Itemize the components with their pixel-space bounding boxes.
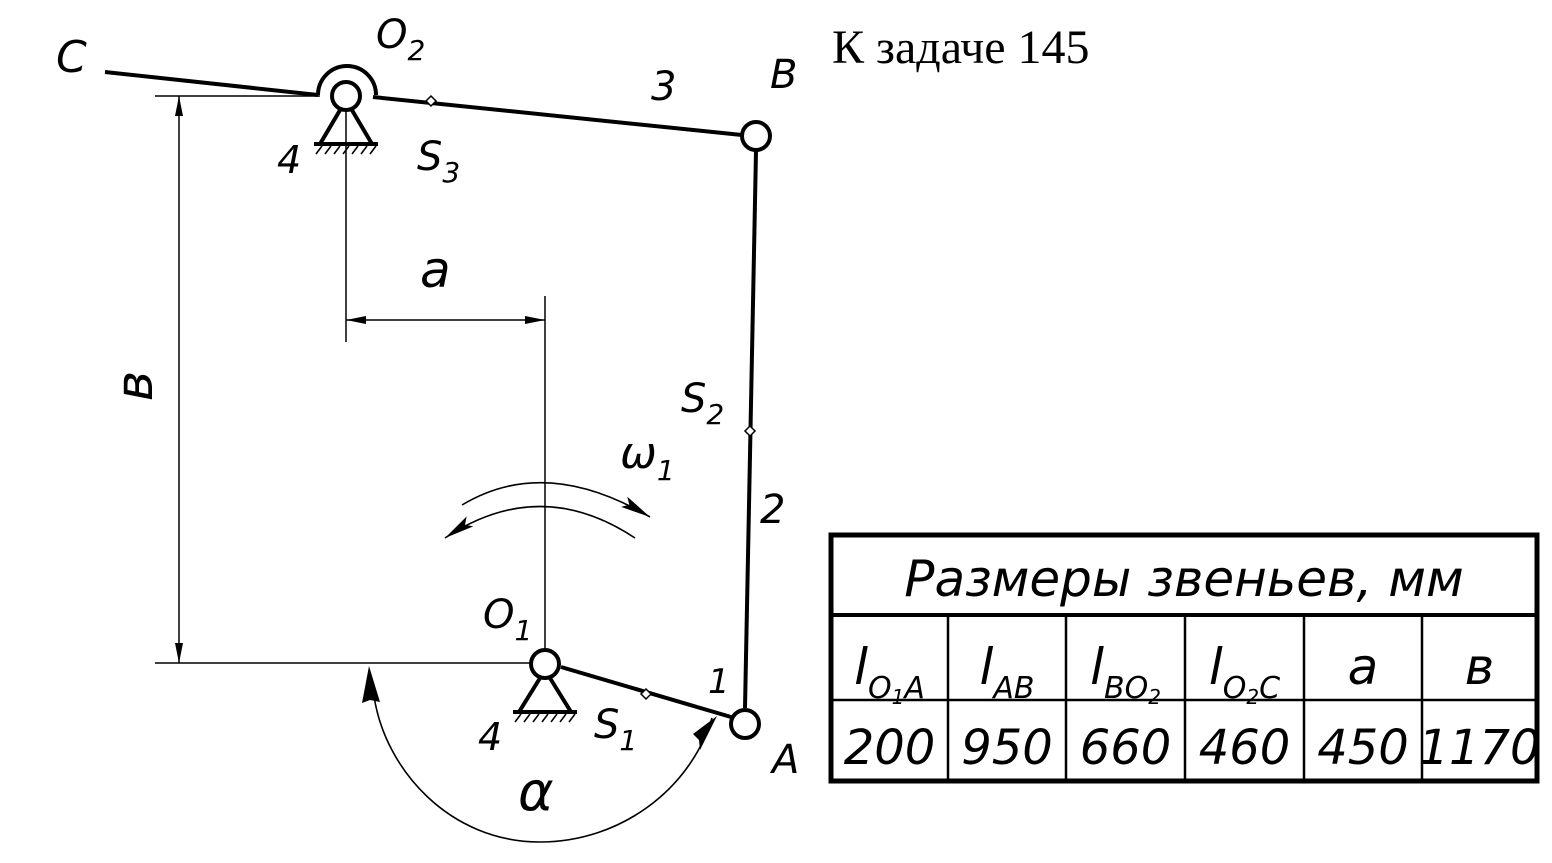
label-a-joint: A xyxy=(769,737,799,783)
table-header-cell: lO2C xyxy=(1209,638,1280,709)
label-support-bottom: 4 xyxy=(478,715,502,759)
label-o2: O2 xyxy=(376,12,425,67)
label-s2: S2 xyxy=(681,376,724,431)
table-header-sub: O xyxy=(1223,671,1247,706)
joint-b xyxy=(740,120,772,152)
table-header-main: l xyxy=(1090,638,1104,696)
label-link-2: 2 xyxy=(760,487,785,533)
table-value-cell: 1170 xyxy=(1418,720,1540,776)
table-header-cell: a xyxy=(1348,638,1379,696)
alpha-arrow-start xyxy=(362,666,380,703)
label-s1: S1 xyxy=(594,702,637,757)
support-o1 xyxy=(513,648,577,723)
label-s3: S3 xyxy=(417,134,460,189)
table-header-sub2: 2 xyxy=(1246,685,1259,709)
label-b-joint: B xyxy=(770,52,797,98)
table-header-tail: C xyxy=(1259,671,1280,706)
table-header-main: l xyxy=(854,638,868,696)
omega-arrow-left xyxy=(444,505,636,539)
table-value-cell: 460 xyxy=(1199,720,1291,776)
label-c: C xyxy=(56,32,87,83)
table-column-lines xyxy=(946,615,1424,781)
s1-marker xyxy=(639,687,653,701)
link-3-left-arm xyxy=(104,70,319,97)
omega-arrow-right xyxy=(461,481,651,518)
table-value-cell: 200 xyxy=(844,720,936,776)
s2-marker xyxy=(743,424,757,438)
label-link-1: 1 xyxy=(708,662,730,702)
table-header-main: в xyxy=(1465,638,1494,696)
table-header-main: l xyxy=(1209,638,1223,696)
alpha-arrow-end xyxy=(693,716,717,750)
label-dimension-a: a xyxy=(420,241,451,299)
table-header-tail: A xyxy=(902,671,925,706)
table-header-main: a xyxy=(1348,638,1379,696)
s3-marker xyxy=(424,94,438,108)
table-value-cell: 950 xyxy=(961,720,1053,776)
table-value-cell: 450 xyxy=(1317,720,1409,776)
task-title: К задаче 145 xyxy=(832,21,1090,74)
table-header-cell: в xyxy=(1465,638,1494,696)
table-caption: Размеры звеньев, мм xyxy=(904,550,1463,608)
table-header-sub: AB xyxy=(991,671,1034,706)
table-value-cell: 660 xyxy=(1080,720,1172,776)
table-header-sub: O xyxy=(868,671,892,706)
alpha-arc xyxy=(373,695,713,843)
table-header-sub2: 2 xyxy=(1148,685,1161,709)
table-header-sub: BO xyxy=(1104,671,1148,706)
table-header-cell: lO1A xyxy=(854,638,925,709)
joint-a xyxy=(729,708,761,740)
label-omega: ω1 xyxy=(620,428,675,487)
table-header-main: l xyxy=(979,638,993,696)
table-header-cell: lAB xyxy=(979,638,1034,706)
table-header-sub2: 1 xyxy=(892,685,905,709)
label-alpha: α xyxy=(518,760,554,823)
label-support-top: 4 xyxy=(277,138,301,182)
label-o1: O1 xyxy=(483,592,532,647)
label-dimension-b: в xyxy=(105,371,165,402)
table-header-cell: lBO2 xyxy=(1090,638,1161,709)
label-link-3: 3 xyxy=(651,64,676,110)
